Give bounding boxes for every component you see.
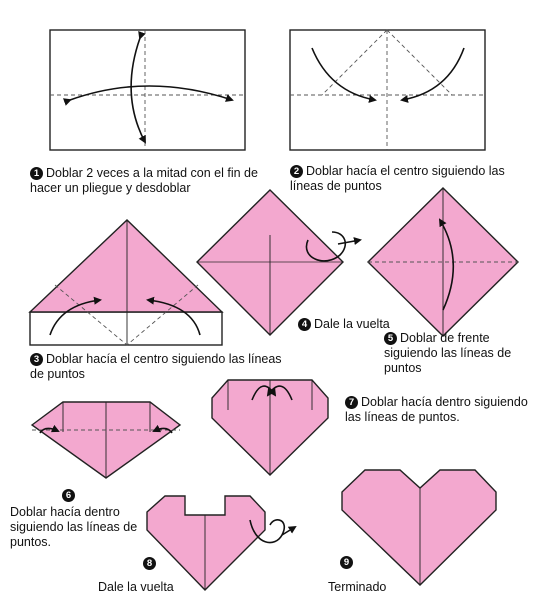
step-4-flip-arrow	[305, 231, 347, 262]
step-number-badge: 9	[340, 556, 353, 569]
step-number-badge: 6	[62, 489, 75, 502]
step-6-figure	[30, 401, 182, 479]
step-2-figure	[289, 29, 486, 151]
step-5-arrow	[438, 218, 455, 311]
step-2-arrow-left	[311, 47, 377, 103]
step-1-figure	[49, 29, 246, 151]
step-5-figure	[367, 187, 519, 337]
step-8-number: 8	[143, 556, 159, 571]
step-number-badge: 1	[30, 167, 43, 180]
step-1-arrow-horizontal	[63, 85, 234, 106]
step-number-badge: 3	[30, 353, 43, 366]
step-number-badge: 5	[384, 332, 397, 345]
step-3-arrow-left	[49, 296, 102, 336]
step-8-caption: Dale la vuelta	[98, 580, 174, 594]
step-7-figure	[211, 379, 329, 476]
step-8-figure	[146, 495, 297, 591]
step-9-figure	[341, 469, 497, 586]
step-4-figure	[196, 189, 362, 336]
step-number-badge: 8	[143, 557, 156, 570]
step-6-caption: Doblar hacía dentro siguiendo las líneas…	[10, 505, 138, 549]
step-3-arrow-right	[146, 296, 201, 336]
step-number-badge: 4	[298, 318, 311, 331]
step-3-figure	[28, 219, 224, 346]
step-number-badge: 7	[345, 396, 358, 409]
step-9-caption: Terminado	[328, 580, 387, 594]
step-6-number: 6	[62, 488, 78, 503]
step-1-arrow-vertical	[130, 31, 146, 144]
step-2-arrow-right	[400, 47, 465, 103]
step-9-number: 9	[340, 555, 356, 570]
step-number-badge: 2	[290, 165, 303, 178]
